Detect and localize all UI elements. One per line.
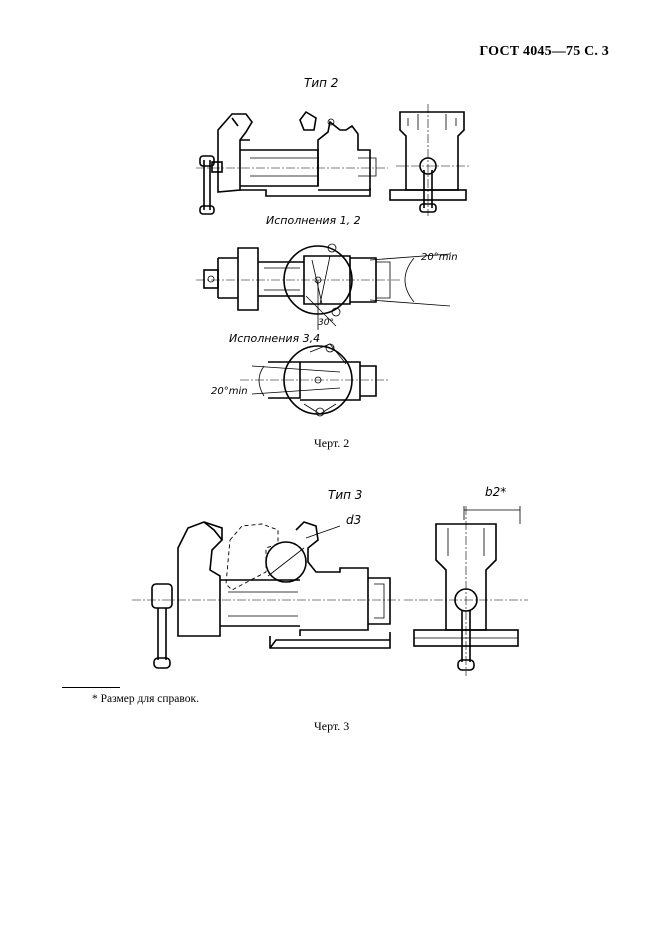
type3-end-view: [404, 506, 528, 676]
page-header: ГОСТ 4045—75 С. 3: [479, 44, 609, 59]
footnote-rule: [62, 687, 120, 688]
type3-side-view: [132, 521, 400, 669]
variant-1-2-top-view: [196, 243, 451, 330]
type2-end-view: [389, 104, 470, 216]
dim-d3-label: d3: [346, 513, 362, 527]
type2-label: Тип 2: [304, 76, 339, 90]
footnote-text: * Размер для справок.: [92, 693, 199, 705]
type2-side-view: [196, 110, 388, 215]
variant-3-4-top-view: [240, 343, 390, 417]
angle-label-small: 30°: [318, 318, 334, 328]
variant-3-4-label: Исполнения 3,4: [229, 332, 321, 345]
angle-label-a: 20°min: [421, 252, 458, 263]
variant-1-2-label: Исполнения 1, 2: [266, 214, 361, 227]
figure3-caption: Черт. 3: [314, 719, 350, 733]
dim-b2-label: b2*: [485, 485, 507, 499]
type3-label: Тип 3: [328, 488, 363, 502]
angle-label-b: 20°min: [211, 386, 248, 397]
figure2-caption: Черт. 2: [314, 436, 350, 450]
